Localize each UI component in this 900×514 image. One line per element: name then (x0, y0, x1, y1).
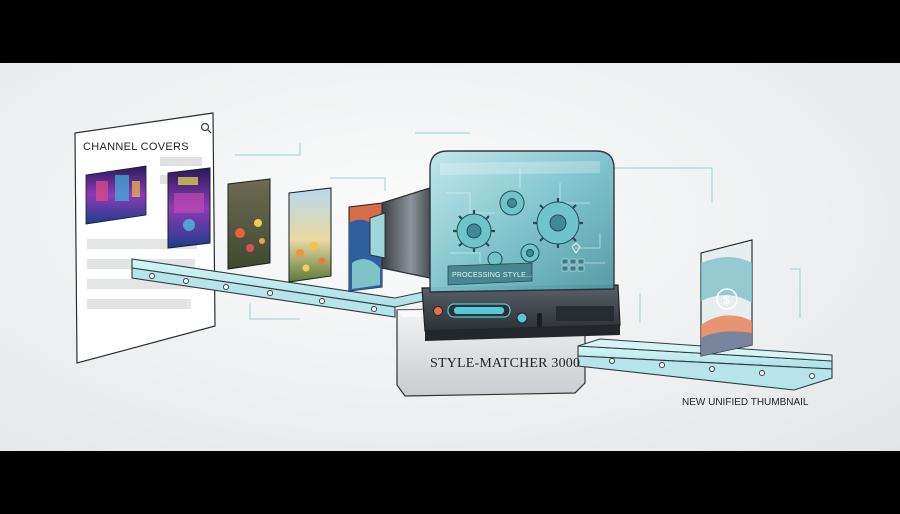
input-conveyor-belt (131, 258, 429, 318)
output-thumbnail: $ (700, 239, 753, 357)
input-thumbnail-flowers-light (288, 187, 332, 283)
panel-title: CHANNEL COVERS (83, 141, 189, 153)
output-label: NEW UNIFIED THUMBNAIL (682, 397, 809, 408)
panel-thumbnail-game (85, 165, 147, 225)
machine-platform (421, 284, 621, 341)
guide-lines (235, 132, 801, 363)
input-thumbnail-flowers-dark (227, 178, 271, 270)
illustration-canvas: $ CHANNEL COVERS PROCESSING STYLE... STY… (0, 63, 900, 451)
dollar-coin-icon: $ (716, 288, 738, 310)
machine-name-label: STYLE-MATCHER 3000 (430, 356, 581, 371)
glass-chamber (429, 150, 615, 293)
gear-icon (456, 190, 580, 267)
svg-text:$: $ (723, 293, 730, 307)
search-icon[interactable] (200, 122, 212, 134)
input-nozzle (369, 187, 431, 279)
input-thumbnail-game (167, 167, 211, 249)
machine-screen-text: PROCESSING STYLE... (452, 272, 533, 279)
